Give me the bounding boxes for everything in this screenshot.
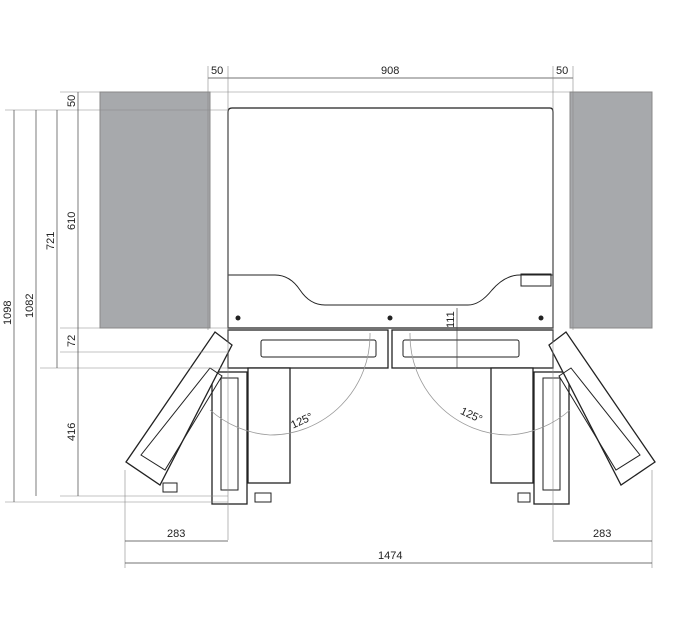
right-door-inner [542,377,561,491]
fridge-body [227,107,554,329]
left-wall [99,91,211,329]
left-door-swung [125,331,233,486]
right-swing-arc [409,332,571,436]
dim-top-width: 908 [381,65,399,77]
drawer-left [227,329,389,369]
dim-top-left: 50 [211,65,223,77]
drawer-left-handle [260,339,377,358]
fridge-corner-box [520,273,552,287]
left-hinge-2 [162,482,178,493]
left-hinge [254,492,272,503]
screw-left [235,315,241,321]
dim-72: 72 [66,335,78,347]
left-door-open [211,371,248,505]
dim-rear-50: 50 [66,95,78,107]
left-door-swung-inner [140,367,223,471]
right-door-swung-inner [558,367,641,471]
left-bin [247,367,291,484]
right-bin [490,367,534,484]
dim-610: 610 [66,212,78,230]
drawer-right-handle [402,339,520,358]
dim-721: 721 [45,232,57,250]
right-hinge [517,492,531,503]
dim-1474: 1474 [378,550,402,562]
right-wall [569,91,653,329]
left-door-inner [220,377,239,491]
dim-416: 416 [66,423,78,441]
dim-top-right: 50 [556,65,568,77]
right-door-open [533,371,570,505]
dim-283-left: 283 [167,528,185,540]
screw-right [538,315,544,321]
dim-1082: 1082 [24,294,36,318]
dim-1098: 1098 [2,301,14,325]
right-door-swung [548,331,656,486]
drawer-right [391,329,554,369]
fridge-base-outline [228,274,553,306]
left-swing-arc [209,332,371,436]
screw-center [387,315,393,321]
angle-left-label: 125° [289,411,315,431]
dim-283-right: 283 [593,528,611,540]
dim-111: 111 [445,311,457,328]
